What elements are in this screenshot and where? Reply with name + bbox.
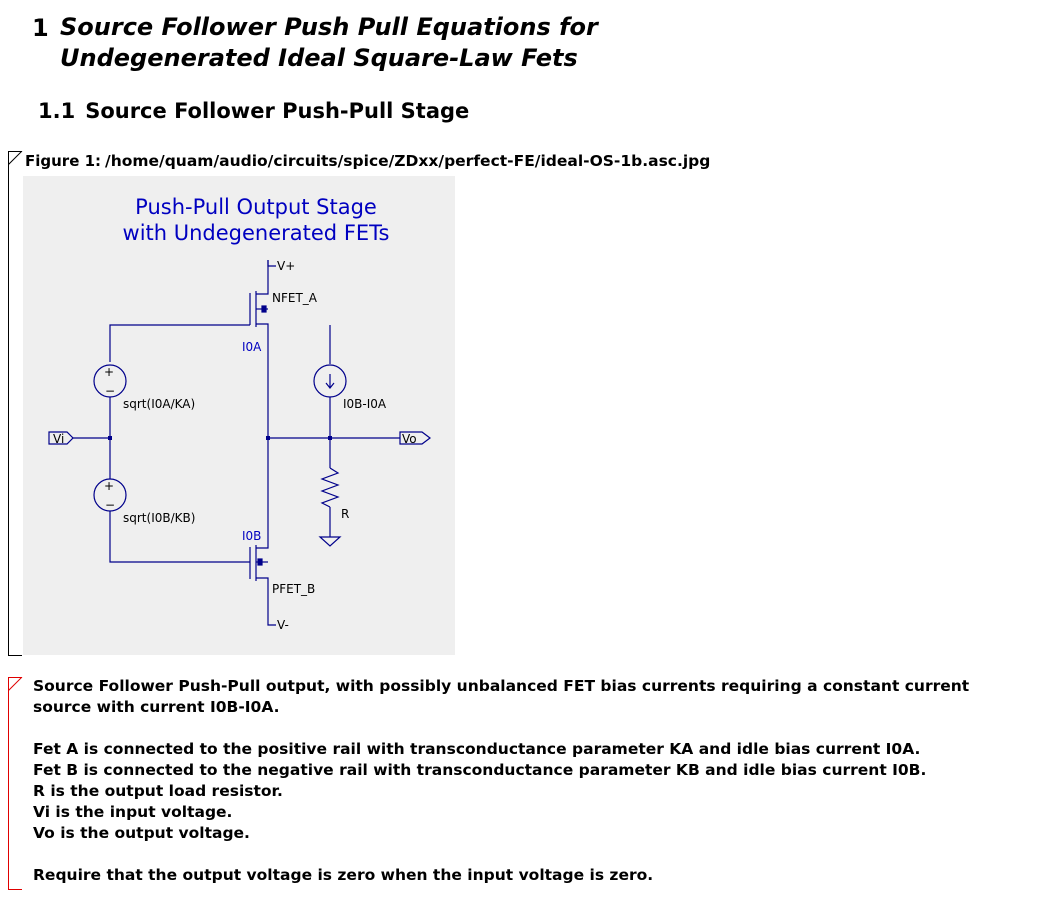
subsection-heading: 1.1 Source Follower Push-Pull Stage — [38, 98, 469, 124]
section-title: Source Follower Push Pull Equations for … — [60, 13, 598, 72]
isrc-arrow-head — [325, 382, 335, 389]
nfet-label: NFET_A — [272, 291, 318, 305]
resistor-zigzag — [320, 467, 340, 508]
vi-junction — [108, 436, 112, 440]
desc-requirement: Require that the output voltage is zero … — [33, 866, 654, 884]
output-junction — [328, 436, 332, 440]
schematic-svg: Push-Pull Output Stage with Undegenerate… — [48, 195, 431, 632]
vi-label: Vi — [53, 432, 64, 446]
subsection-title: Source Follower Push-Pull Stage — [85, 99, 470, 123]
note-bracket-tick — [8, 677, 23, 691]
vi-port — [48, 431, 74, 445]
vsrc-bot-plus: + — [104, 479, 114, 493]
section-number: 1 — [32, 14, 49, 42]
i0a-label: I0A — [242, 340, 262, 354]
desc-line: Fet B is connected to the negative rail … — [33, 761, 927, 779]
pfet-arrow — [257, 558, 263, 566]
figure-label: Figure 1: — [25, 152, 102, 170]
desc-line: R is the output load resistor. — [33, 782, 283, 800]
schematic-image: Push-Pull Output Stage with Undegenerate… — [23, 176, 455, 655]
desc-line: Vo is the output voltage. — [33, 824, 250, 842]
vo-port — [399, 431, 431, 445]
i0b-label: I0B — [242, 529, 261, 543]
note-bracket — [8, 677, 22, 890]
isrc-label: I0B-I0A — [343, 397, 387, 411]
source-junction — [266, 436, 270, 440]
vsrc-bot-label: sqrt(I0B/KB) — [123, 511, 195, 525]
pfet-label: PFET_B — [272, 582, 315, 596]
figure-path: /home/quam/audio/circuits/spice/ZDxx/per… — [105, 152, 711, 170]
vo-label: Vo — [402, 432, 417, 446]
junction-dots — [108, 436, 332, 440]
vplus-label: V+ — [277, 259, 295, 273]
subsection-number: 1.1 — [38, 99, 76, 123]
description: Source Follower Push-Pull output, with p… — [33, 676, 1023, 886]
r-label: R — [341, 507, 349, 521]
vsrc-top-plus: + — [104, 365, 114, 379]
desc-p1-line2: source with current I0B-I0A. — [33, 698, 280, 716]
vsrc-top-label: sqrt(I0A/KA) — [123, 397, 195, 411]
pfet-drain — [256, 577, 276, 626]
desc-line: Fet A is connected to the positive rail … — [33, 740, 921, 758]
desc-line: Vi is the input voltage. — [33, 803, 233, 821]
schematic-title-1: Push-Pull Output Stage — [135, 195, 377, 219]
nfet-arrow — [261, 305, 267, 313]
nfet-source-wire — [256, 323, 269, 438]
figure-caption: Figure 1:/home/quam/audio/circuits/spice… — [25, 151, 710, 171]
vminus-label: V- — [277, 618, 289, 632]
schematic-title-2: with Undegenerated FETs — [123, 221, 390, 245]
desc-p1-line1: Source Follower Push-Pull output, with p… — [33, 677, 970, 695]
ground-symbol — [318, 536, 342, 547]
gate-a-wire — [109, 324, 250, 362]
vsrc-top-minus: − — [105, 384, 115, 398]
vplus-wire — [267, 260, 276, 267]
pfet-source — [256, 438, 269, 549]
nfet-drain — [256, 260, 269, 295]
gate-b-wire — [109, 511, 250, 563]
figure-bracket-tick — [8, 151, 23, 165]
figure-bracket — [8, 151, 22, 656]
vsrc-bot-minus: − — [105, 498, 115, 512]
